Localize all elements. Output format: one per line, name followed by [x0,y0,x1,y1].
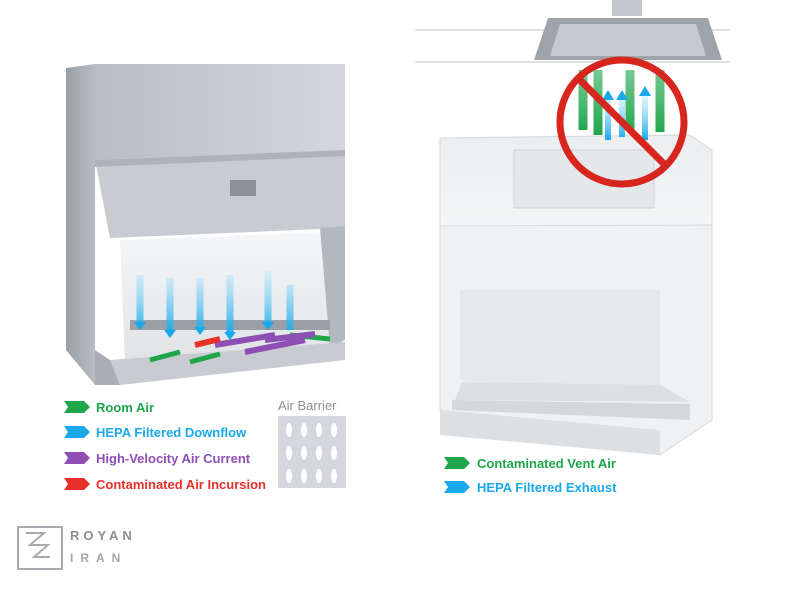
air-barrier-label: Air Barrier [278,398,337,413]
legend-label: High-Velocity Air Current [96,451,251,466]
right-cabinet [439,134,713,456]
legend-room-air: Room Air [96,400,154,415]
legend-hepa-downflow: HEPA Filtered Downflow [96,425,246,440]
legend-label: HEPA Filtered Downflow [96,425,247,440]
logo-text-iran: IRAN [70,551,128,565]
legend-contaminated-incursion: Contaminated Air Incursion [96,477,266,492]
right-vent-arrows [578,70,665,140]
left-high-velocity-arrows [214,331,316,355]
exhaust-vent [534,0,722,60]
left-incursion-arrows [194,336,221,348]
legend-label: Room Air [96,400,155,415]
legend-label: Contaminated Vent Air [477,456,616,471]
legend-contaminated-vent: Contaminated Vent Air [477,456,616,471]
legend-label: HEPA Filtered Exhaust [477,480,617,495]
prohibition-sign [556,56,688,188]
legend-high-velocity: High-Velocity Air Current [96,451,250,466]
legend-hepa-exhaust: HEPA Filtered Exhaust [477,480,616,495]
right-legend-arrows [444,457,470,493]
royan-logo-mark [17,526,63,570]
left-legend-arrows [64,401,90,490]
left-downflow-arrows [134,270,294,340]
legend-label: Contaminated Air Incursion [96,477,266,492]
air-barrier-swatch [278,416,346,488]
logo-text-royan: ROYAN [70,528,136,543]
